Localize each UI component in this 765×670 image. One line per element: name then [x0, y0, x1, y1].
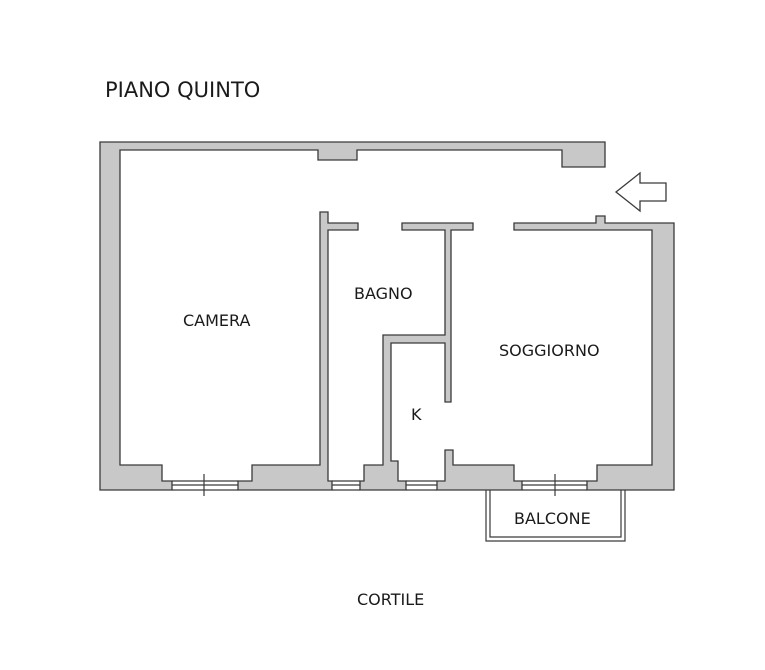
room-label-bagno: BAGNO — [354, 284, 413, 303]
outer-wall-left-top — [99, 141, 606, 491]
window-bagno — [332, 480, 360, 491]
room-label-camera: CAMERA — [183, 311, 251, 330]
outer-wall-right — [513, 215, 675, 491]
window-kitchen — [406, 480, 437, 491]
bottom-wall-bagno — [359, 222, 474, 491]
room-label-balcone: BALCONE — [514, 509, 591, 528]
window-camera — [172, 474, 238, 496]
floor-title: PIANO QUINTO — [105, 78, 260, 102]
room-label-kitchen: K — [411, 405, 422, 424]
balcony — [485, 490, 626, 542]
bottom-wall-kitchen — [436, 449, 523, 491]
bottom-wall-camera — [237, 211, 359, 491]
window-soggiorno — [522, 474, 587, 496]
room-label-soggiorno: SOGGIORNO — [499, 341, 600, 360]
outside-label-cortile: CORTILE — [357, 590, 424, 609]
arrow-left-icon — [614, 171, 667, 213]
